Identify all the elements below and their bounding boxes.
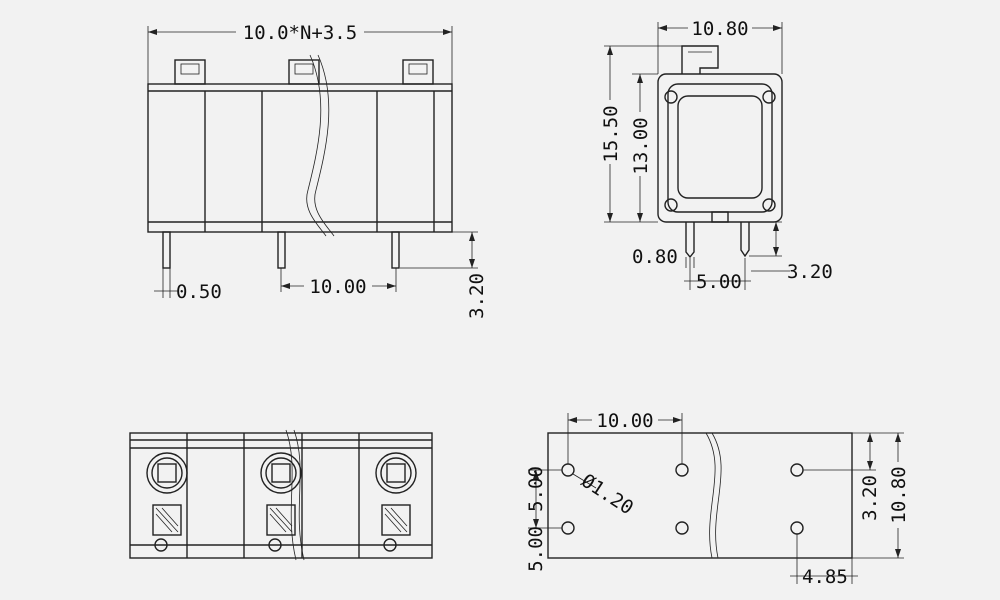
side-pin-length-label: 3.20 xyxy=(787,261,833,283)
test-holes xyxy=(154,538,397,552)
pcb-hole-diameter-label: Ø1.20 xyxy=(577,470,637,520)
wire-entries xyxy=(146,452,417,494)
front-pitch-label: 10.00 xyxy=(309,276,366,298)
front-overall-width-label: 10.0*N+3.5 xyxy=(243,22,357,44)
pcb-row-offset-left-label: 5.00 xyxy=(525,526,547,572)
front-pin-length-label: 3.20 xyxy=(466,273,488,319)
pcb-layout: 10.00 Ø1.20 5.00 5.00 3.20 10.80 4.85 xyxy=(525,410,910,588)
pcb-pitch-label: 10.00 xyxy=(596,410,653,432)
pcb-depth-label: 10.80 xyxy=(888,466,910,523)
side-pin-thickness-label: 0.80 xyxy=(632,246,678,268)
front-view: 10.0*N+3.5 0.50 10.00 3.20 xyxy=(147,22,488,319)
side-view: 10.80 15.50 13.00 0.80 5.00 3.20 xyxy=(599,18,833,293)
front-pins xyxy=(162,231,400,269)
side-total-height-label: 15.50 xyxy=(600,105,622,162)
pcb-edge-offset-label: 4.85 xyxy=(802,566,848,588)
release-slots xyxy=(152,504,411,536)
pcb-row-spacing-label: 5.00 xyxy=(525,466,547,512)
side-pin-spacing-label: 5.00 xyxy=(696,271,742,293)
side-body-height-label: 13.00 xyxy=(630,117,652,174)
actuator-tabs xyxy=(174,59,434,85)
pcb-row-offset-label: 3.20 xyxy=(859,475,881,521)
top-view xyxy=(129,429,433,561)
side-pins xyxy=(685,222,750,259)
side-top-width-label: 10.80 xyxy=(691,18,748,40)
front-pin-width-label: 0.50 xyxy=(176,281,222,303)
